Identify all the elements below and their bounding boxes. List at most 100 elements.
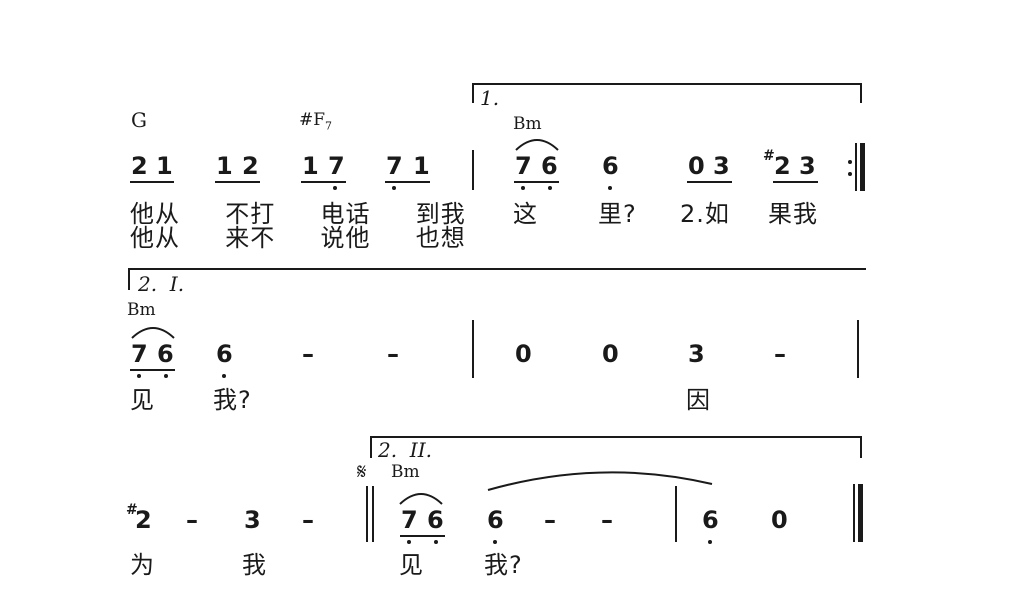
lyric: 果我: [768, 200, 818, 228]
chord-f-sharp-7: #F7: [299, 110, 333, 133]
chord-g: G: [131, 108, 147, 132]
barline: [472, 320, 474, 378]
note: 2: [242, 152, 259, 180]
final-barline: [858, 484, 863, 542]
lower-octave-dot: [608, 186, 612, 190]
note: 0: [515, 340, 532, 368]
lyric: 这: [513, 200, 538, 228]
volta-bracket-left: [370, 436, 372, 458]
lyric: 为: [130, 551, 155, 579]
beam-underline: [301, 181, 346, 183]
note: 7: [515, 152, 532, 180]
note: 6: [541, 152, 558, 180]
slur: [399, 493, 443, 505]
lower-octave-dot: [137, 374, 141, 378]
volta-bracket-right: [860, 83, 862, 103]
note: 3: [688, 340, 705, 368]
note: 0: [602, 340, 619, 368]
lyric: 我?: [484, 551, 523, 579]
note: 7: [131, 340, 148, 368]
lyric-line-1: 他从 不打 电话 到我: [130, 200, 466, 228]
note: 2: [774, 152, 791, 180]
volta-bracket-right: [860, 436, 862, 458]
lyric: 2.如: [680, 200, 730, 228]
note: 1: [156, 152, 173, 180]
beam-underline: [215, 181, 260, 183]
chord-bm: Bm: [391, 462, 420, 482]
beam-underline: [773, 181, 818, 183]
volta-bracket-left: [128, 268, 130, 290]
tie: [487, 471, 713, 491]
note: 6: [216, 340, 233, 368]
lower-octave-dot: [708, 540, 712, 544]
note: 6: [427, 506, 444, 534]
barline: [675, 486, 677, 542]
note: 1: [413, 152, 430, 180]
lower-octave-dot: [548, 186, 552, 190]
note: 0: [688, 152, 705, 180]
barline: [853, 484, 855, 542]
final-barline: [860, 143, 865, 191]
barline: [372, 486, 374, 542]
lower-octave-dot: [407, 540, 411, 544]
sharp-sign: #: [126, 502, 138, 518]
note: 0: [771, 506, 788, 534]
barline: [366, 486, 368, 542]
note: 7: [401, 506, 418, 534]
dash: –: [186, 506, 198, 534]
lyric: 见: [130, 386, 155, 414]
beam-underline: [514, 181, 559, 183]
note: 6: [157, 340, 174, 368]
lower-octave-dot: [333, 186, 337, 190]
volta-bracket-top: [472, 83, 862, 85]
beam-underline: [687, 181, 732, 183]
slur: [131, 327, 175, 339]
barline: [472, 150, 474, 190]
note: 1: [302, 152, 319, 180]
chord-bm: Bm: [513, 114, 542, 134]
volta-bracket-left: [472, 83, 474, 103]
dash: –: [544, 506, 556, 534]
note: 3: [799, 152, 816, 180]
note: 1: [216, 152, 233, 180]
note: 6: [487, 506, 504, 534]
note: 6: [702, 506, 719, 534]
lyric-line-2: 他从 来不 说他 也想: [130, 224, 466, 252]
lyric: 我: [242, 551, 267, 579]
chord-bm: Bm: [127, 300, 156, 320]
lower-octave-dot: [392, 186, 396, 190]
lower-octave-dot: [222, 374, 226, 378]
beam-underline: [130, 369, 175, 371]
lyric: 我?: [213, 386, 252, 414]
dash: –: [302, 506, 314, 534]
note: 3: [244, 506, 261, 534]
lyric: 因: [686, 386, 711, 414]
lyric: 见: [399, 551, 424, 579]
dash: –: [387, 340, 399, 368]
sharp-sign: #: [763, 148, 775, 164]
volta-label: 2. II.: [378, 438, 432, 462]
note: 6: [602, 152, 619, 180]
note: 2: [131, 152, 148, 180]
volta-bracket-top: [370, 436, 862, 438]
barline: [855, 143, 857, 191]
repeat-dot: [848, 160, 852, 164]
segno-icon: 𝄋: [357, 460, 367, 485]
note: 2: [135, 506, 152, 534]
volta-bracket-top: [128, 268, 866, 270]
dash: –: [774, 340, 786, 368]
dash: –: [601, 506, 613, 534]
note: 7: [328, 152, 345, 180]
lower-octave-dot: [493, 540, 497, 544]
beam-underline: [400, 535, 445, 537]
lower-octave-dot: [521, 186, 525, 190]
beam-underline: [130, 181, 174, 183]
dash: –: [302, 340, 314, 368]
barline: [857, 320, 859, 378]
lyric: 里?: [598, 200, 637, 228]
note: 3: [713, 152, 730, 180]
slur: [515, 139, 559, 151]
repeat-dot: [848, 172, 852, 176]
volta-label: 1.: [480, 86, 500, 110]
lower-octave-dot: [164, 374, 168, 378]
